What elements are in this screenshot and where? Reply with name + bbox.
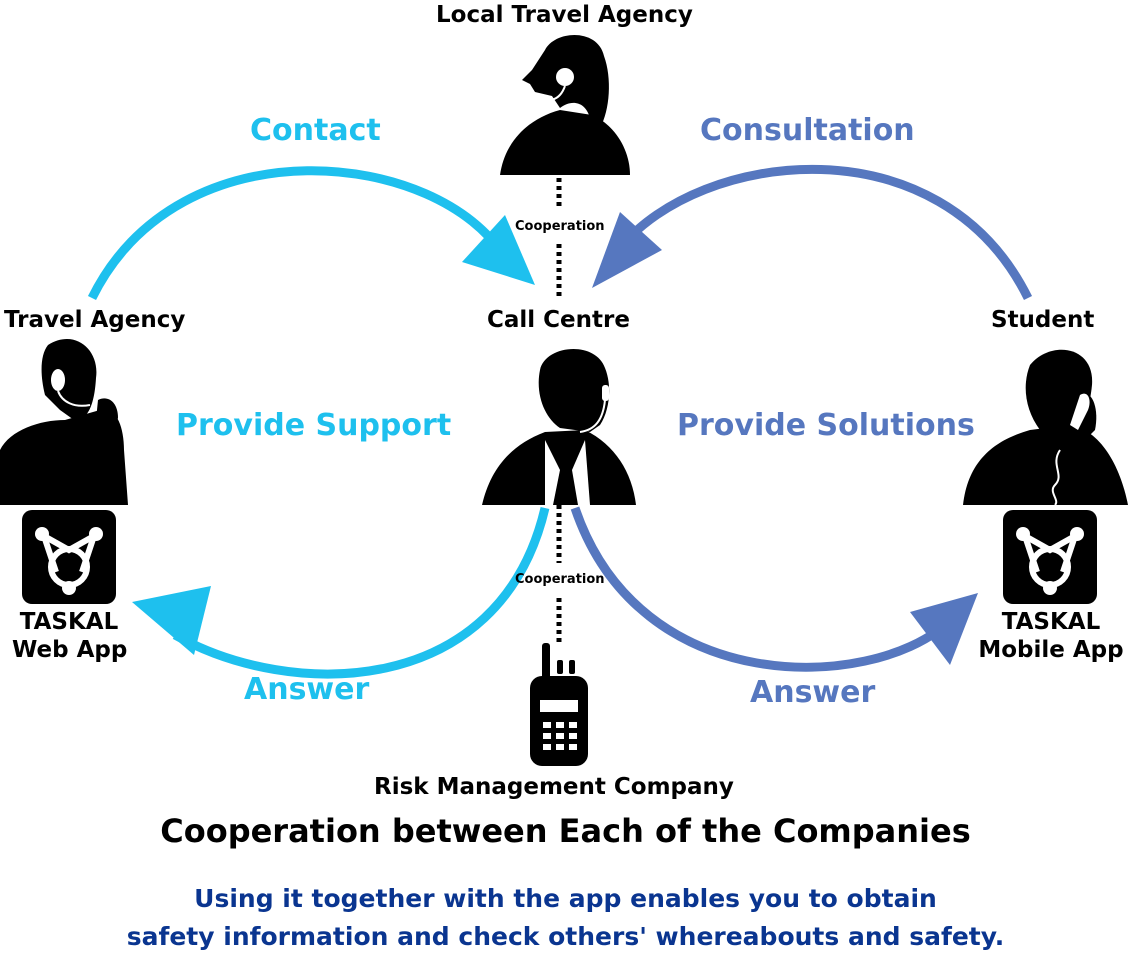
answer-right-arrow bbox=[570, 506, 978, 672]
mobile-app-label: TASKAL Mobile App bbox=[978, 608, 1124, 664]
consultation-arrow bbox=[592, 165, 1033, 300]
cooperation-label-bottom: Cooperation bbox=[515, 572, 605, 587]
web-app-label: TASKAL Web App bbox=[12, 608, 128, 664]
node-risk-management: Risk Management Company bbox=[374, 774, 734, 800]
web-app-type: Web App bbox=[12, 637, 128, 663]
student-figure bbox=[963, 349, 1128, 506]
answer-left-label: Answer bbox=[244, 672, 370, 707]
contact-arrow bbox=[87, 166, 535, 300]
page-heading: Cooperation between Each of the Companie… bbox=[160, 812, 971, 850]
web-app-name: TASKAL bbox=[19, 609, 119, 635]
provide-support-label: Provide Support bbox=[176, 408, 452, 443]
travel-agency-figure bbox=[0, 339, 128, 505]
mobile-app-name: TASKAL bbox=[1001, 609, 1101, 635]
subtitle-line-2: safety information and check others' whe… bbox=[126, 922, 1005, 951]
mobile-app-type: Mobile App bbox=[978, 637, 1124, 663]
subtitle-line-1: Using it together with the app enables y… bbox=[194, 884, 937, 913]
node-travel-agency: Travel Agency bbox=[4, 307, 186, 333]
subtitle: Using it together with the app enables y… bbox=[0, 880, 1131, 956]
node-local-travel-agency: Local Travel Agency bbox=[436, 2, 693, 28]
local-travel-agency-figure bbox=[500, 34, 630, 175]
cooperation-label-top: Cooperation bbox=[515, 219, 605, 234]
contact-label: Contact bbox=[250, 113, 381, 148]
node-student: Student bbox=[991, 307, 1095, 333]
taskal-mobile-app-icon bbox=[1003, 510, 1097, 604]
answer-right-label: Answer bbox=[750, 675, 876, 710]
node-call-centre: Call Centre bbox=[487, 307, 630, 333]
provide-solutions-label: Provide Solutions bbox=[677, 408, 975, 443]
consultation-label: Consultation bbox=[700, 113, 915, 148]
taskal-web-app-icon bbox=[22, 510, 116, 604]
answer-left-arrow bbox=[132, 506, 550, 679]
call-centre-figure bbox=[482, 349, 636, 505]
radio-icon bbox=[530, 643, 588, 766]
